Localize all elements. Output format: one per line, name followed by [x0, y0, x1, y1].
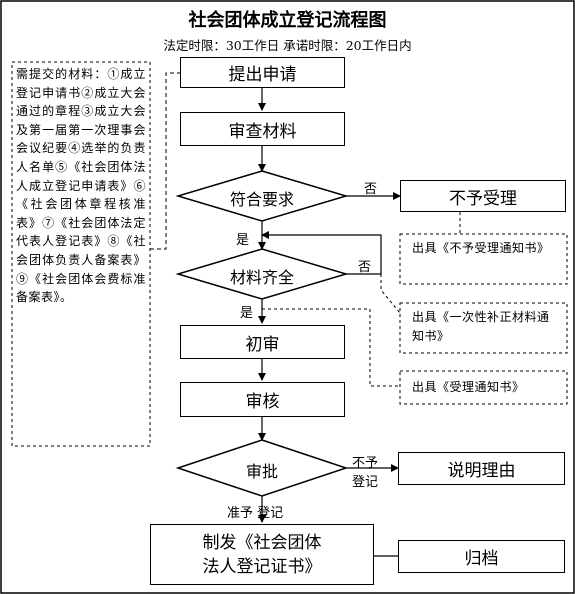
supplement-notice-note: 出具《一次性补正材料通知书》: [412, 310, 550, 343]
not-grant-label-bottom: 登记: [352, 475, 379, 490]
submit-application-box: 提出申请: [180, 57, 345, 88]
accept-notice-note: 出具《受理通知书》: [412, 380, 525, 394]
not-grant-label-top: 不予: [352, 456, 379, 471]
explain-reason-box: 说明理由: [398, 452, 565, 485]
materials-complete-decision: 材料齐全: [229, 268, 294, 287]
audit-box: 审核: [180, 382, 345, 417]
issue-certificate-line-2: 法人登记证书》: [202, 556, 322, 577]
check-requirements-decision: 符合要求: [229, 190, 294, 209]
initial-review-box: 初审: [180, 325, 345, 359]
yes-label-requirements: 是: [236, 233, 250, 248]
issue-certificate-line-1: 制发《社会团体: [202, 532, 322, 553]
time-limit-subtitle: 法定时限：30工作日 承诺时限：20工作日内: [163, 38, 412, 53]
no-label-requirements: 否: [364, 182, 378, 197]
reject-box: 不予受理: [400, 180, 566, 212]
page-title: 社会团体成立登记流程图: [188, 10, 387, 31]
grant-label: 准予 登记: [227, 506, 284, 521]
yes-label-complete: 是: [240, 306, 254, 321]
archive-box: 归档: [398, 540, 565, 573]
review-materials-box: 审查材料: [180, 112, 345, 146]
materials-list: 需提交的材料：①成立登记申请书②成立大会通过的章程③成立大会及第一届第一次理事会…: [16, 67, 146, 305]
reject-notice-note: 出具《不予受理通知书》: [412, 241, 550, 255]
issue-certificate-box: 制发《社会团体 法人登记证书》: [150, 524, 374, 585]
no-label-complete: 否: [358, 260, 372, 275]
approval-decision: 审批: [245, 462, 278, 481]
